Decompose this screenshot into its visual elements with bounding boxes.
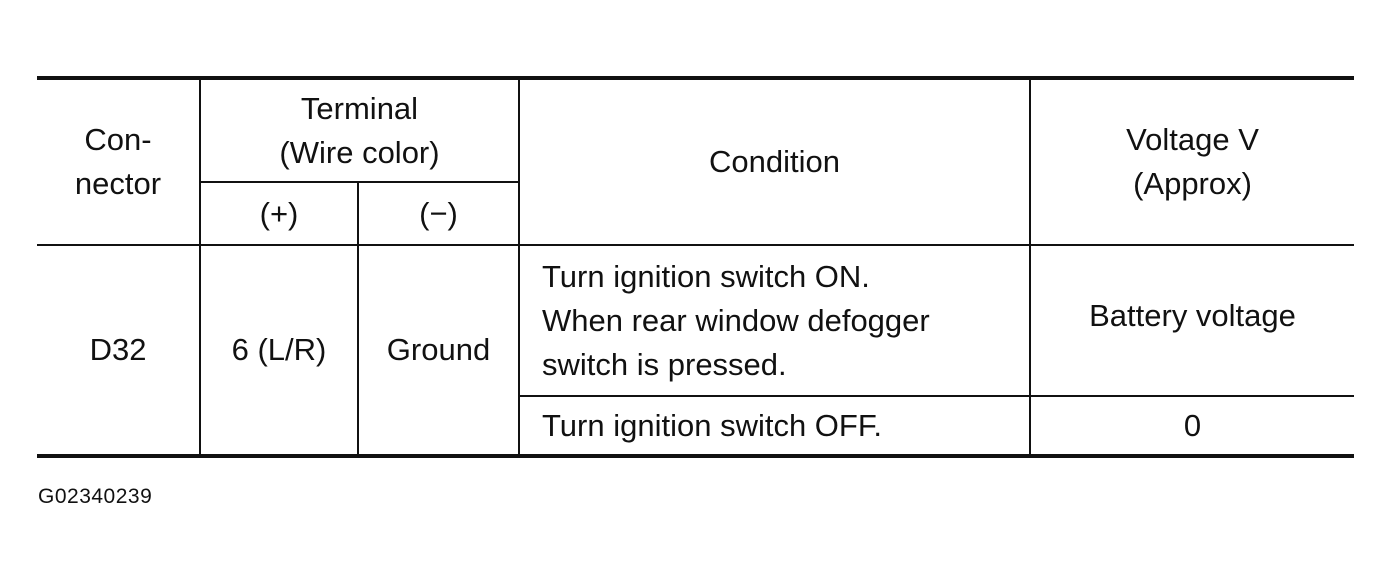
connector-spec-sheet: Con- nector Terminal (Wire color) Condit… <box>37 76 1355 458</box>
header-row: Con- nector Terminal (Wire color) Condit… <box>37 76 1355 246</box>
connector-voltage-table: Con- nector Terminal (Wire color) Condit… <box>37 76 1355 458</box>
cell-condition-on: Turn ignition switch ON. When rear windo… <box>518 245 1032 397</box>
cell-voltage-off: 0 <box>1029 396 1355 458</box>
header-connector: Con- nector <box>37 76 201 246</box>
header-voltage: Voltage V (Approx) <box>1029 76 1355 246</box>
cell-voltage-on: Battery voltage <box>1029 245 1355 397</box>
cell-connector: D32 <box>37 245 201 458</box>
cell-terminal-minus: Ground <box>356 245 521 458</box>
header-condition: Condition <box>518 76 1032 246</box>
table-row: Turn ignition switch OFF. 0 <box>37 396 1355 458</box>
header-terminal-minus: (−) <box>356 182 520 246</box>
figure-id: G02340239 <box>38 485 153 508</box>
cell-terminal-plus: 6 (L/R) <box>199 245 359 458</box>
cell-condition-off: Turn ignition switch OFF. <box>519 396 1032 458</box>
header-terminal: Terminal (Wire color) <box>198 76 521 183</box>
header-terminal-plus: (+) <box>200 182 359 246</box>
header-subrow: (+) (−) <box>37 182 1354 246</box>
table-row: D32 6 (L/R) Ground Turn ignition switch … <box>37 245 1355 458</box>
